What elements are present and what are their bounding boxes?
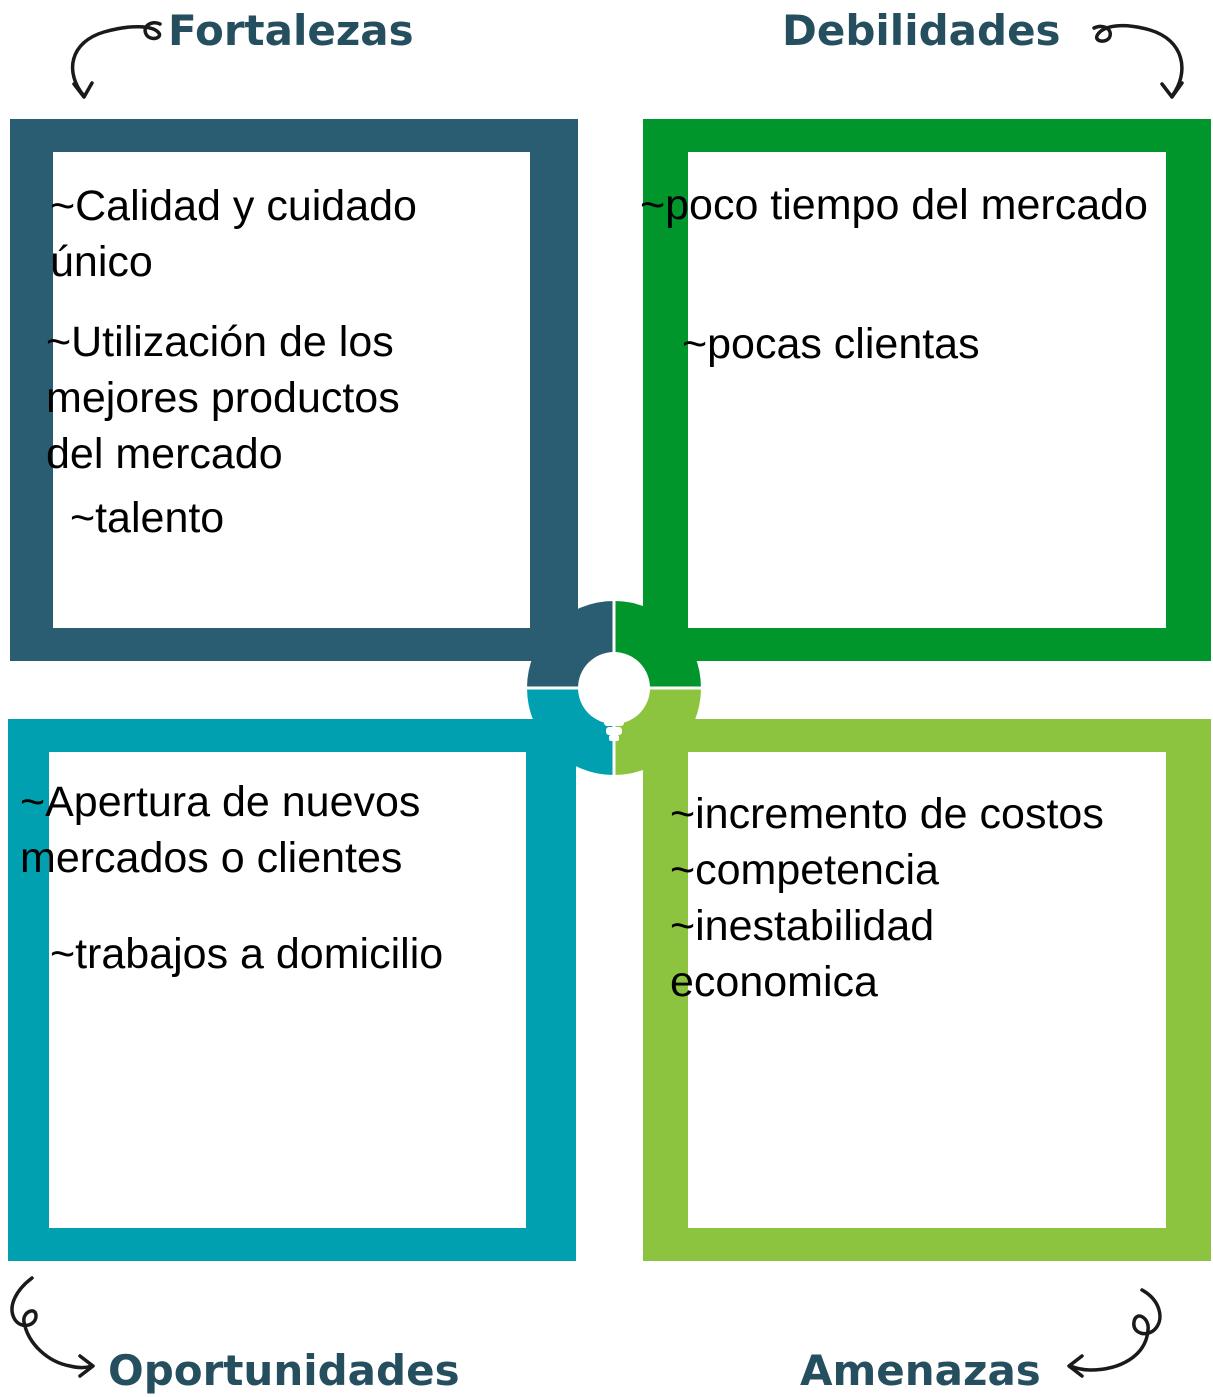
lightbulb-icon [592,665,636,741]
oportunidades-item: ~Apertura de nuevos [20,778,421,826]
oportunidades-item: ~trabajos a domicilio [50,930,444,978]
curly-arrow-icon [70,21,162,99]
amenazas-frame [643,719,1211,1261]
fortalezas-item: mejores productos [46,374,400,422]
curly-arrow-icon [1067,1288,1162,1378]
fortalezas-item: ~talento [70,494,225,542]
fortalezas-item: ~Utilización de los [46,318,394,366]
fortalezas-item: único [50,238,153,286]
fortalezas-item: ~Calidad y cuidado [50,182,417,230]
amenazas-item: ~incremento de costos [670,790,1104,838]
debilidades-frame [643,119,1211,661]
amenazas-item: ~competencia [670,846,939,894]
debilidades-item: ~poco tiempo del mercado [640,181,1148,229]
oportunidades-title: Oportunidades [108,1346,460,1395]
curly-arrow-icon [1092,23,1184,99]
oportunidades-item: mercados o clientes [20,834,403,882]
debilidades-title: Debilidades [782,6,1061,55]
amenazas-title: Amenazas [800,1346,1041,1395]
amenazas-item: ~inestabilidad [670,902,935,950]
fortalezas-title: Fortalezas [168,6,414,55]
debilidades-item: ~pocas clientas [682,320,980,368]
oportunidades-frame [8,719,576,1261]
fortalezas-item: del mercado [46,430,283,478]
fortalezas-frame [10,119,578,661]
curly-arrow-icon [10,1276,95,1378]
amenazas-item: economica [670,958,878,1006]
